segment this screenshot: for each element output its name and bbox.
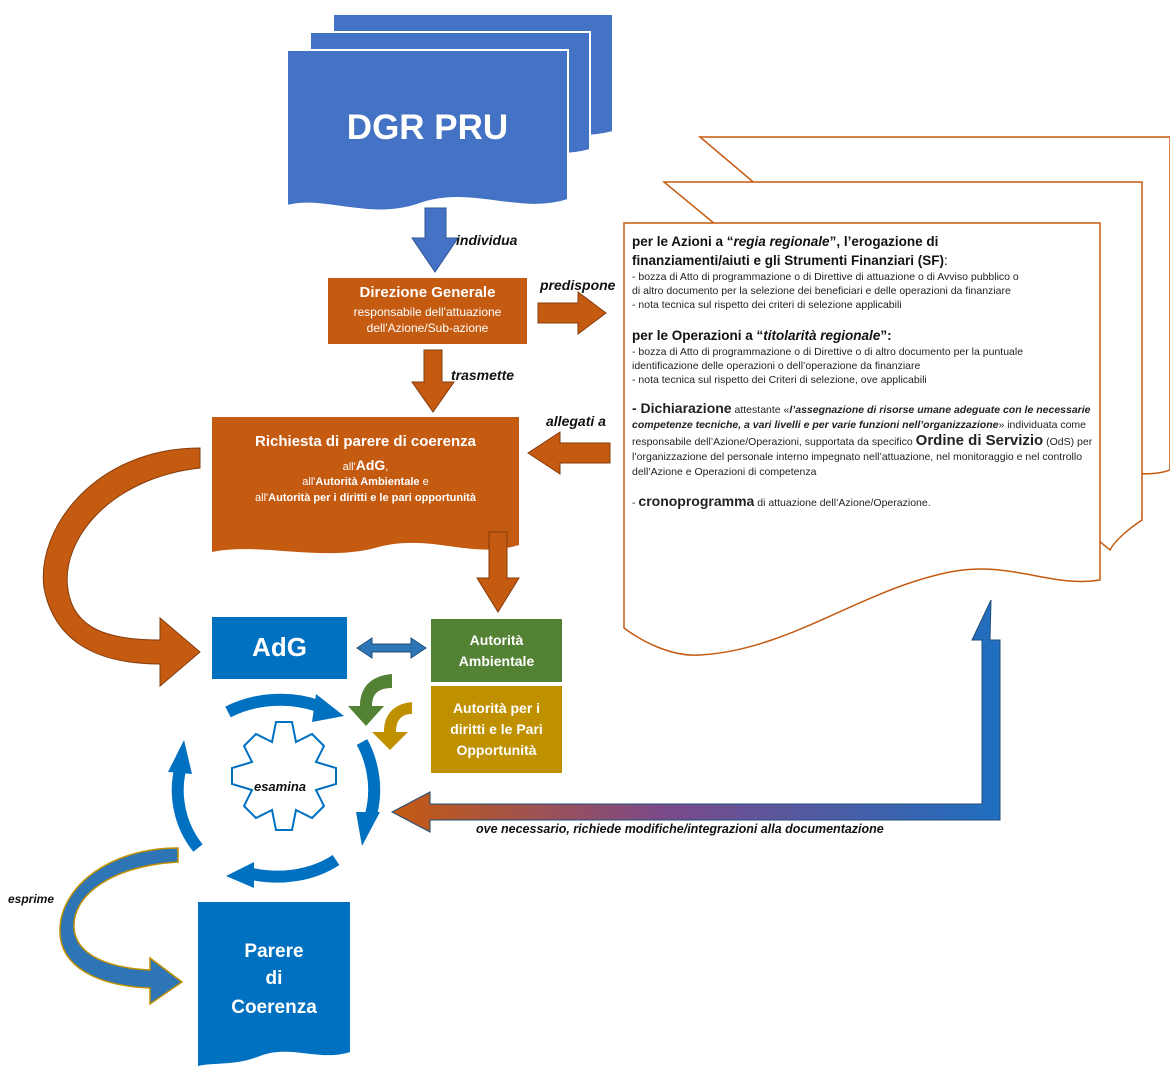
autorita-ambientale-line1: Autorità: [469, 632, 524, 648]
arrow-individua: [411, 207, 459, 273]
cycle-label: esamina: [253, 779, 307, 794]
parere-line2: di: [265, 968, 283, 989]
arrow-to-autorita: [476, 531, 520, 613]
doc-section4: - cronoprogramma di attuazione dell’Azio…: [632, 493, 931, 509]
label-allegati: allegati a: [546, 413, 606, 429]
dgr-document-stack: [286, 13, 614, 212]
doc-section3: - Dichiarazione attestante «l’assegnazio…: [632, 400, 1093, 479]
cycle-arrowhead-left: [168, 740, 192, 774]
arrow-green-curve: [348, 674, 392, 726]
doc-s1-line2: di altro documento per la selezione dei …: [632, 285, 1011, 297]
label-feedback: ove necessario, richiede modifiche/integ…: [476, 822, 884, 836]
cycle-arrowhead-top: [312, 694, 344, 722]
parere-box: [198, 902, 350, 1066]
document-content: per le Azioni a “regia regionale”, l’ero…: [632, 232, 1097, 510]
label-predispone: predispone: [540, 277, 616, 293]
arrow-allegati: [527, 431, 611, 475]
parere-line1: Parere: [244, 941, 304, 962]
arrow-trasmette: [411, 349, 455, 413]
adg-box: [212, 617, 347, 679]
autorita-ambientale-line2: Ambientale: [458, 653, 535, 669]
arrow-predispone: [537, 291, 607, 335]
review-cycle: [171, 693, 381, 883]
doc-section2-heading: per le Operazioni a “titolarità regional…: [632, 328, 892, 343]
direzione-title: Direzione Generale: [359, 284, 496, 301]
cycle-arrowhead-right: [356, 812, 380, 846]
label-individua: individua: [456, 232, 518, 248]
richiesta-box: [212, 417, 519, 554]
direzione-line1: responsabile dell'attuazione: [353, 305, 502, 319]
label-trasmette: trasmette: [451, 367, 515, 383]
documentation-stack: [623, 136, 1170, 656]
dgr-title: DGR PRU: [346, 108, 509, 147]
parere-line3: Coerenza: [231, 997, 317, 1018]
gear-icon: [231, 721, 337, 831]
arrow-feedback: [390, 599, 1001, 833]
autorita-pari-line2: diritti e le Pari: [450, 721, 543, 737]
cycle-arrowhead-bottom: [226, 862, 254, 888]
doc-section1-heading: per le Azioni a “regia regionale”, l’ero…: [632, 234, 948, 268]
label-esprime: esprime: [8, 892, 55, 906]
autorita-pari-box: [431, 686, 562, 773]
doc-s2-line1: - bozza di Atto di programmazione o di D…: [632, 346, 1024, 358]
richiesta-line3: all'Autorità per i diritti e le pari opp…: [255, 492, 476, 504]
doc-s2-line2: identificazione delle operazioni o dell’…: [632, 360, 921, 372]
adg-label: AdG: [252, 632, 307, 662]
arrow-esprime: [59, 847, 184, 1006]
richiesta-title: Richiesta di parere di coerenza: [255, 433, 476, 450]
doc-s2-line3: - nota tecnica sul rispetto dei Criteri …: [632, 374, 927, 386]
autorita-ambientale-box: [431, 619, 562, 682]
arrow-curve-to-adg: [42, 447, 201, 688]
doc-s1-line1: - bozza di Atto di programmazione o di D…: [632, 271, 1019, 283]
direzione-line2: dell'Azione/Sub-azione: [366, 321, 489, 335]
direzione-generale-box: [328, 278, 527, 344]
arrow-adg-ambientale: [356, 637, 427, 659]
autorita-pari-line1: Autorità per i: [452, 700, 541, 716]
autorita-pari-line3: Opportunità: [456, 742, 537, 758]
doc-s1-line3: - nota tecnica sul rispetto dei criteri …: [632, 299, 902, 311]
arrow-gold-curve: [372, 702, 412, 750]
richiesta-line2: all'Autorità Ambientale e: [302, 476, 429, 488]
richiesta-line1: all'AdG,: [342, 457, 389, 473]
